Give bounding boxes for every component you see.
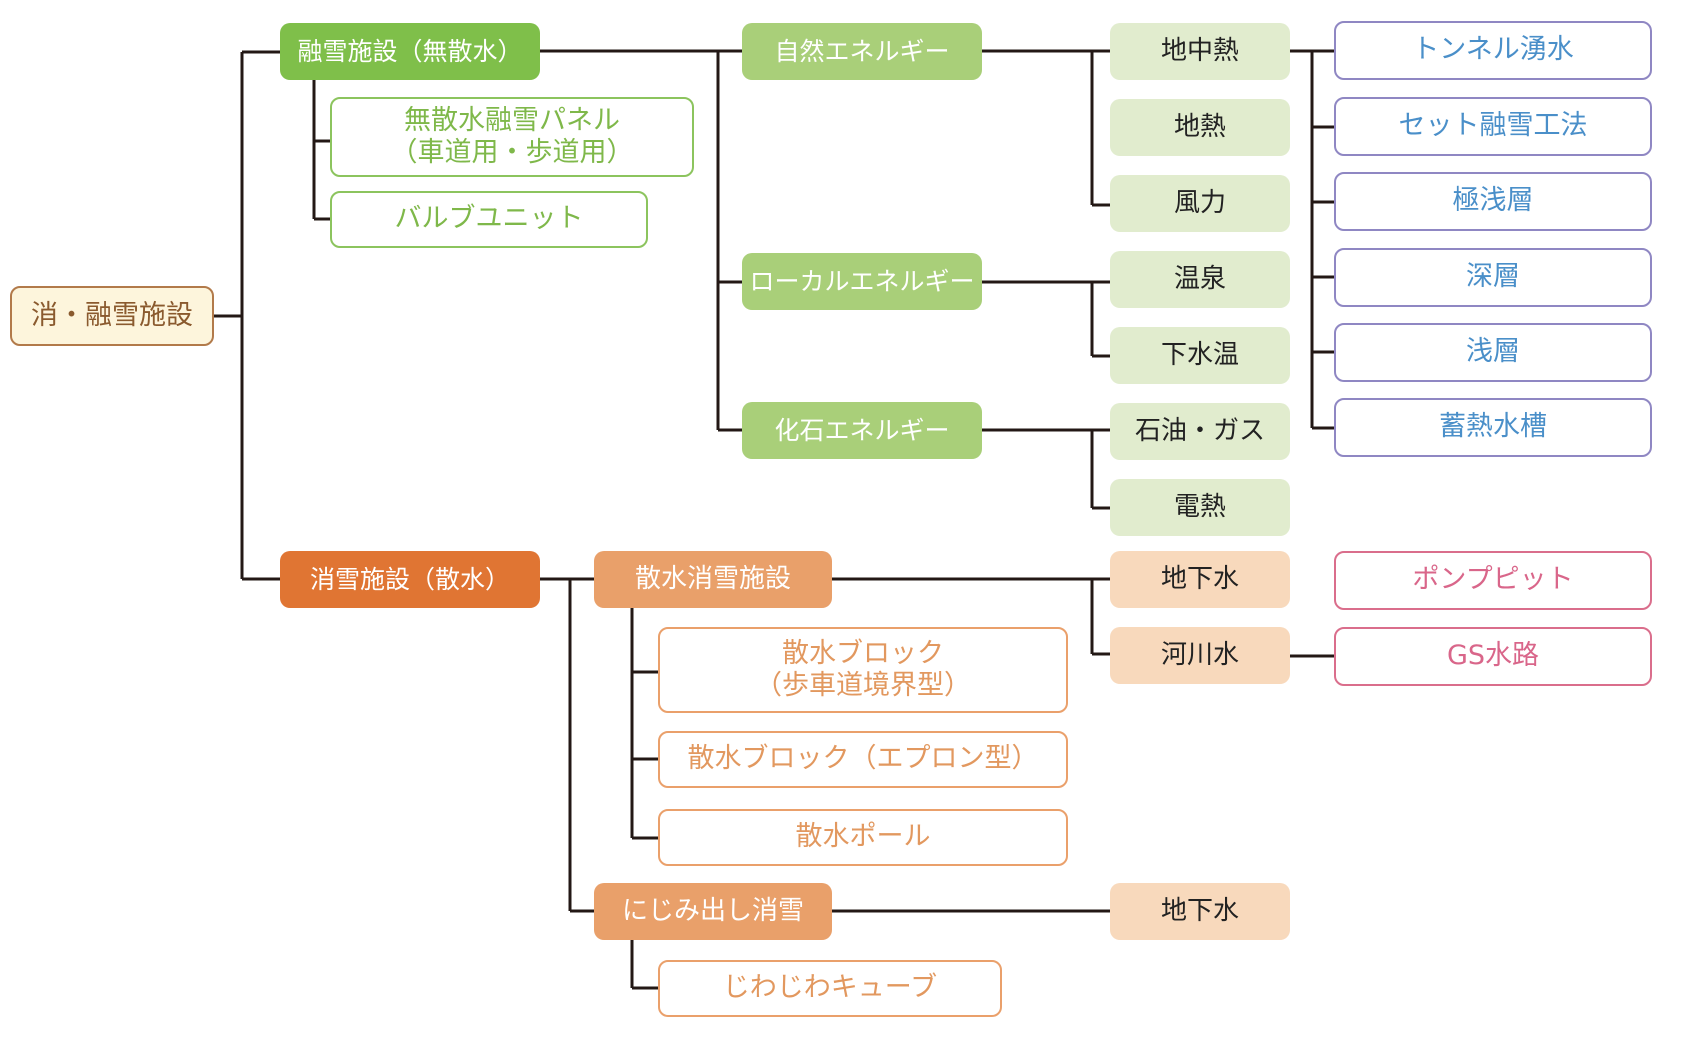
sprinkle-product-line2: （歩車道境界型） (755, 670, 971, 701)
method-label: トンネル湧水 (1412, 34, 1574, 66)
water-extra-label: ポンプピット (1412, 564, 1574, 596)
sprinkle-node: 消雪施設（散水） (280, 551, 540, 608)
energy-fossil-node: 化石エネルギー (742, 402, 982, 459)
energy-natural-label: 自然エネルギー (774, 36, 950, 66)
root-node: 消・融雪施設 (10, 286, 214, 346)
seep-product-label: じわじわキューブ (722, 972, 938, 1004)
water-source-label: 河川水 (1160, 639, 1239, 670)
no-sprinkle-node: 融雪施設（無散水） (280, 23, 540, 80)
water-extra-node: ポンプピット (1334, 551, 1652, 610)
source-label: 風力 (1173, 187, 1226, 218)
source-node: 風力 (1110, 175, 1290, 232)
method-label: 深層 (1466, 261, 1520, 293)
energy-fossil-label: 化石エネルギー (774, 415, 950, 445)
source-node: 電熱 (1110, 479, 1290, 536)
method-node: 極浅層 (1334, 172, 1652, 231)
valve-unit-node: バルブユニット (330, 191, 648, 248)
source-label: 下水温 (1160, 339, 1239, 370)
energy-natural-node: 自然エネルギー (742, 23, 982, 80)
method-node: 深層 (1334, 248, 1652, 307)
method-node: セット融雪工法 (1334, 97, 1652, 156)
seep-product-node: じわじわキューブ (658, 960, 1002, 1017)
sprinkle-product-node: 散水ブロック（エプロン型） (658, 731, 1068, 788)
water-source-label: 地下水 (1160, 563, 1239, 594)
source-node: 地熱 (1110, 99, 1290, 156)
water-extra-node: GS水路 (1334, 627, 1652, 686)
sprinkle-facility-node: 散水消雪施設 (594, 551, 832, 608)
method-label: セット融雪工法 (1398, 110, 1588, 142)
sprinkle-product-label: 散水ポール (795, 821, 931, 853)
source-node: 地中熱 (1110, 23, 1290, 80)
valve-unit-label: バルブユニット (394, 203, 584, 235)
source-label: 電熱 (1173, 491, 1226, 522)
source-node: 下水温 (1110, 327, 1290, 384)
sprinkle-product-node: 散水ブロック （歩車道境界型） (658, 627, 1068, 713)
sprinkle-product-line1: 散水ブロック (782, 637, 944, 669)
source-label: 石油・ガス (1134, 415, 1265, 446)
root-label: 消・融雪施設 (31, 299, 193, 331)
panel-product-line1: 無散水融雪パネル (404, 104, 620, 136)
water-extra-label: GS水路 (1446, 640, 1540, 672)
seep-source-node: 地下水 (1110, 883, 1290, 940)
seep-node: にじみ出し消雪 (594, 883, 832, 940)
method-label: 浅層 (1466, 336, 1520, 368)
method-label: 蓄熱水槽 (1439, 411, 1547, 443)
method-node: 浅層 (1334, 323, 1652, 382)
sprinkle-product-label: 散水ブロック（エプロン型） (687, 743, 1039, 775)
source-node: 石油・ガス (1110, 403, 1290, 460)
seep-source-label: 地下水 (1160, 895, 1239, 926)
sprinkle-product-node: 散水ポール (658, 809, 1068, 866)
source-label: 温泉 (1173, 263, 1226, 294)
energy-local-label: ローカルエネルギー (749, 266, 975, 296)
method-label: 極浅層 (1452, 185, 1534, 217)
source-label: 地中熱 (1160, 35, 1239, 66)
panel-product-node: 無散水融雪パネル （車道用・歩道用） (330, 97, 694, 177)
no-sprinkle-label: 融雪施設（無散水） (297, 36, 523, 66)
sprinkle-label: 消雪施設（散水） (309, 564, 510, 594)
sprinkle-facility-label: 散水消雪施設 (634, 563, 791, 594)
water-source-node: 河川水 (1110, 627, 1290, 684)
source-node: 温泉 (1110, 251, 1290, 308)
water-source-node: 地下水 (1110, 551, 1290, 608)
seep-label: にじみ出し消雪 (621, 895, 804, 926)
energy-local-node: ローカルエネルギー (742, 253, 982, 310)
method-node: トンネル湧水 (1334, 21, 1652, 80)
method-node: 蓄熱水槽 (1334, 398, 1652, 457)
source-label: 地熱 (1173, 111, 1226, 142)
panel-product-line2: （車道用・歩道用） (390, 137, 634, 168)
